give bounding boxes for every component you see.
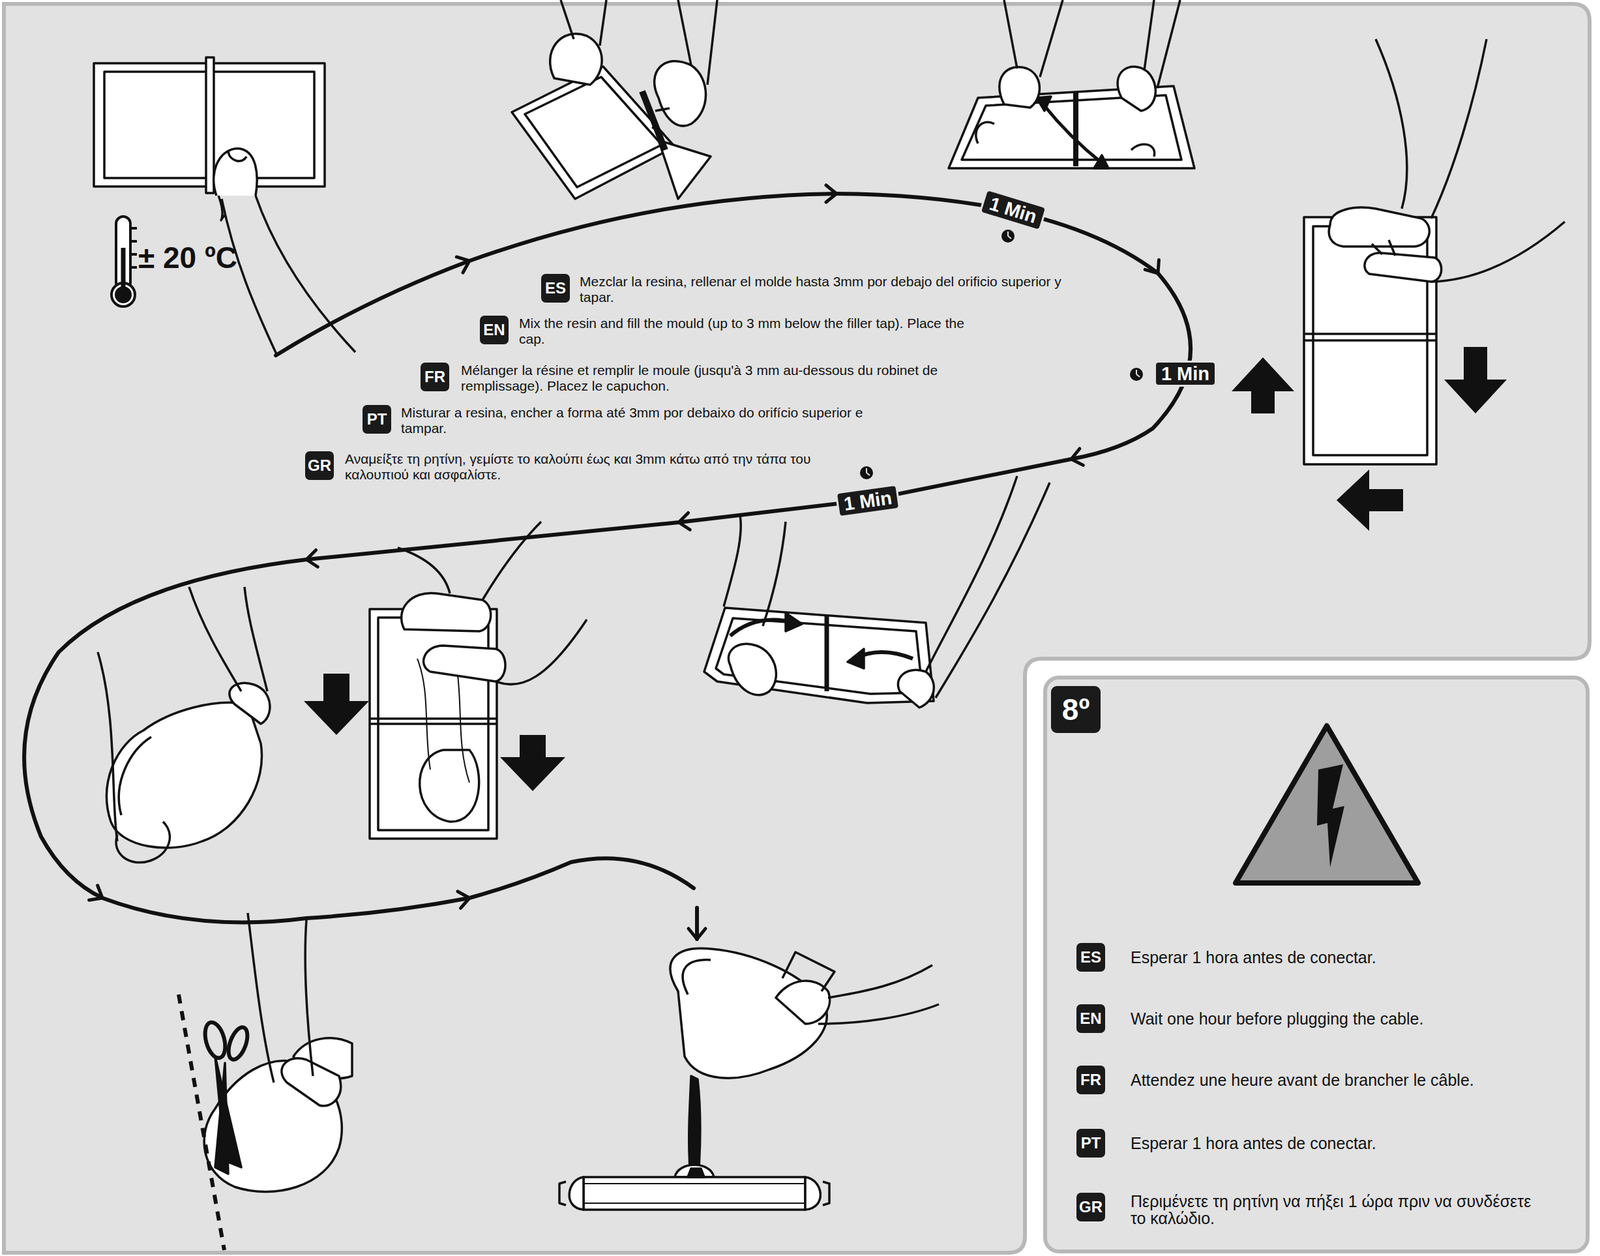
instruction-text: Mélanger la résine et remplir le moule (… [460,362,962,394]
time-text: 1 Min [987,192,1040,227]
instruction-text: Περιμένετε τη ρητίνη να πήξει 1 ώρα πριν… [1130,1192,1533,1227]
language-note: GR Περιμένετε τη ρητίνη να πήξει 1 ώρα πρ… [1076,1192,1533,1227]
language-code: FR [1076,1065,1106,1095]
language-code: GR [305,451,334,480]
language-note: FR Mélanger la résine et remplir le moule… [420,362,962,394]
time-text: 1 Min [842,487,894,516]
thermometer-icon [111,216,137,307]
temperature-label: ± 20 ºC [138,239,238,276]
instruction-text: Wait one hour before plugging the cable. [1130,1004,1424,1028]
language-code: FR [420,362,450,392]
time-badge: 1 Min [978,188,1048,233]
bag-step-8 [178,912,353,1250]
bag-step-2 [511,0,718,199]
bag-step-9 [559,948,939,1210]
language-code: EN [479,315,509,345]
instruction-text: Attendez une heure avant de brancher le … [1130,1065,1475,1089]
bag-step-6 [303,521,587,839]
language-note: ES Mezclar la resina, rellenar el molde h… [541,273,1083,306]
instruction-text: Esperar 1 hora antes de conectar. [1130,942,1377,967]
instruction-text: Mezclar la resina, rellenar el molde has… [579,273,1083,306]
language-note: EN Wait one hour before plugging the cabl… [1076,1004,1559,1033]
bag-step-5 [704,475,1050,708]
clock-icons [859,229,1143,480]
bag-step-3 [948,0,1195,169]
step-number: 8º [1051,685,1101,733]
instruction-text: Mix the resin and fill the mould (up to … [518,315,982,347]
bag-step-1 [93,57,356,356]
language-code: ES [1076,942,1106,972]
language-code: EN [1076,1004,1106,1033]
language-note: GR Αναμείξτε τη ρητίνη, γεμίστε το καλούπ… [305,451,827,483]
language-note: PT Misturar a resina, encher a forma até … [362,404,881,437]
instruction-text: Misturar a resina, encher a forma até 3m… [400,404,881,437]
time-text: 1 Min [1161,363,1210,385]
language-note: ES Esperar 1 hora antes de conectar. [1076,942,1559,972]
language-note: FR Attendez une heure avant de brancher l… [1076,1065,1559,1095]
time-badge: 1 Min [1154,360,1217,387]
main-panel [3,3,1590,1253]
language-code: PT [362,404,392,434]
bag-step-7 [97,586,270,863]
language-code: ES [541,273,570,303]
language-note: EN Mix the resin and fill the mould (up t… [479,315,982,347]
instruction-text: Esperar 1 hora antes de conectar. [1130,1128,1377,1153]
language-code: GR [1076,1192,1106,1222]
time-badge: 1 Min [835,483,902,519]
step-panel: 8ºES Esperar 1 hora antes de conectar. EN W… [1043,675,1590,1254]
language-note: PT Esperar 1 hora antes de conectar. [1076,1128,1559,1158]
flow-curve [24,185,1191,939]
language-code: PT [1076,1128,1106,1158]
instruction-text: Αναμείξτε τη ρητίνη, γεμίστε το καλούπι … [344,451,827,483]
bag-step-4 [1231,39,1565,531]
warning-triangle [1235,725,1419,883]
